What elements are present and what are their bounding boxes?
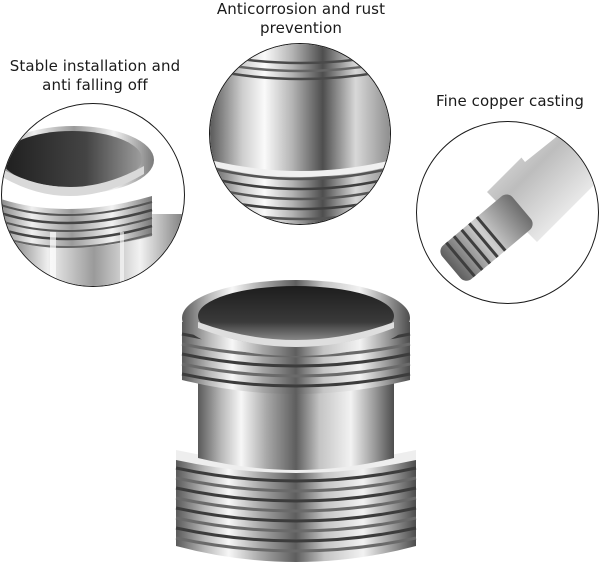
casting-closeup (440, 122, 598, 281)
caption-line: Stable installation and (9, 57, 181, 75)
caption-stable-installation: Stable installation and anti falling off (2, 57, 188, 95)
adapter-illustration (175, 280, 417, 562)
caption-anticorrosion: Anticorrosion and rust prevention (196, 0, 406, 38)
thread-opening-closeup (2, 126, 184, 286)
caption-line: Fine copper casting (435, 92, 585, 110)
detail-circle-casting (416, 121, 599, 304)
threaded-adapter-fitting (168, 262, 424, 569)
caption-copper-casting: Fine copper casting (420, 92, 600, 111)
caption-line: anti falling off (42, 76, 148, 94)
detail-circle-thread-opening (1, 103, 185, 287)
caption-line: Anticorrosion and rust (216, 0, 386, 18)
detail-circle-smooth-body (209, 43, 391, 225)
caption-line: prevention (260, 19, 342, 37)
body-surface-closeup (210, 44, 390, 224)
